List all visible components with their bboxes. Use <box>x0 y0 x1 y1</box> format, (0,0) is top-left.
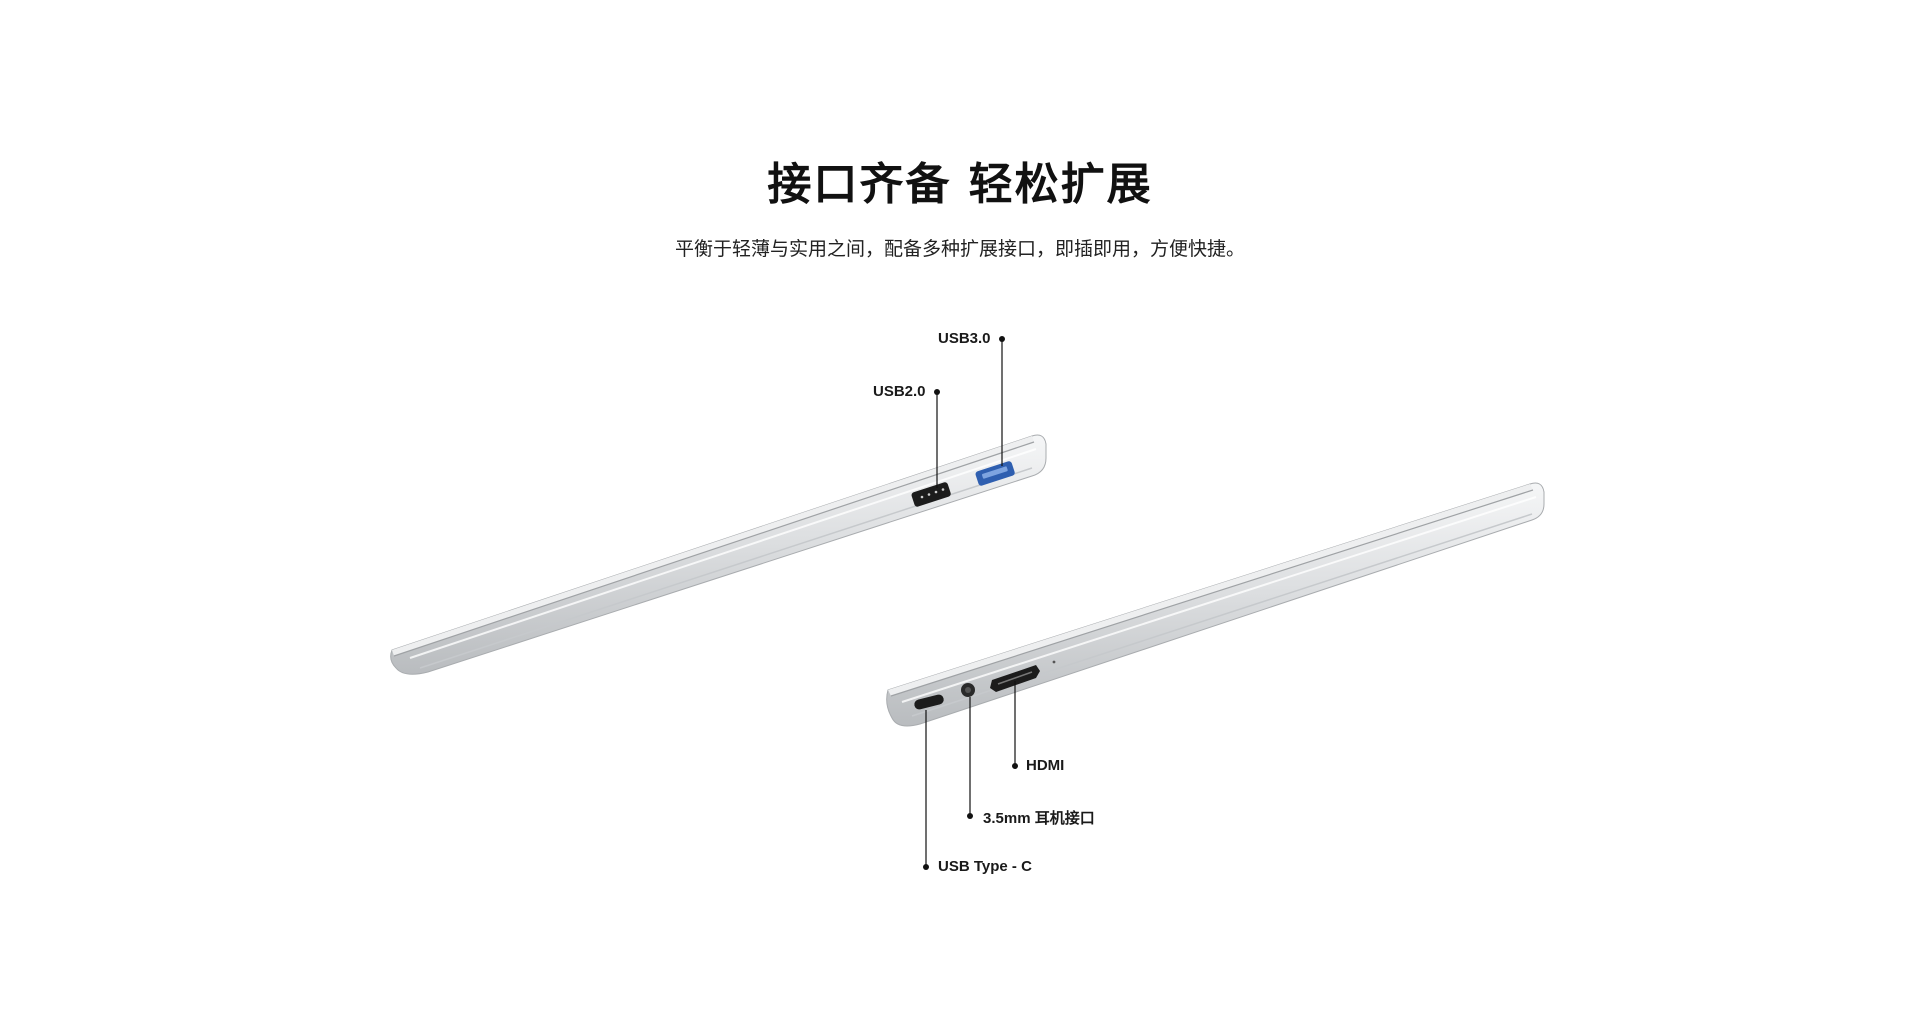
usb30-label: USB3.0 <box>938 330 991 347</box>
hdmi-label: HDMI <box>1026 757 1065 774</box>
usbc-port-icon <box>914 694 944 710</box>
section-title: 接口齐备 轻松扩展 <box>767 159 1153 210</box>
laptop-left-side <box>390 434 1047 675</box>
section-subtitle: 平衡于轻薄与实用之间，配备多种扩展接口，即插即用，方便快捷。 <box>674 238 1245 260</box>
usb20-label: USB2.0 <box>873 383 926 400</box>
audio-jack-icon <box>961 683 975 697</box>
audio-jack-label: 3.5mm 耳机接口 <box>983 810 1095 827</box>
usbc-label: USB Type - C <box>938 858 1032 875</box>
usb2-port-icon <box>911 482 951 507</box>
usb3-port-icon <box>975 461 1015 486</box>
callout-lines <box>923 336 1018 870</box>
indicator-light-icon <box>1052 660 1056 664</box>
laptop-right-side <box>886 482 1545 727</box>
hdmi-port-icon <box>990 665 1040 692</box>
